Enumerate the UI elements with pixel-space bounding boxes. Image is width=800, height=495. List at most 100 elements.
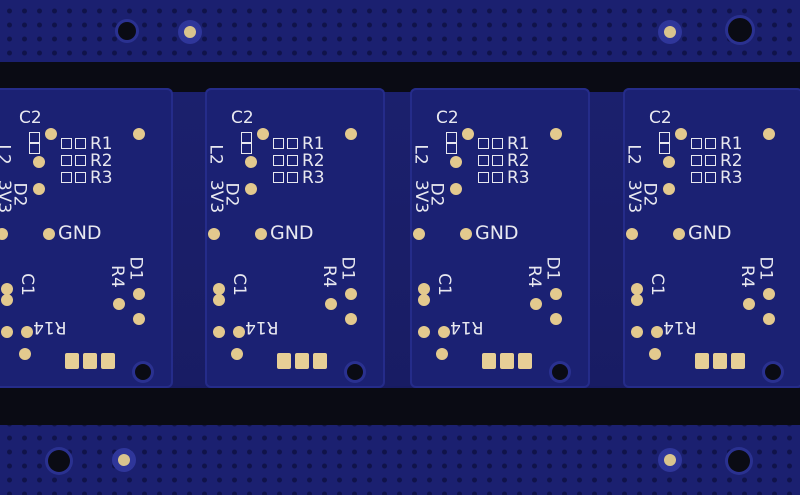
capacitor-footprint: [29, 132, 40, 143]
silk-label-r1: R1: [507, 134, 530, 154]
via-pad: [550, 288, 562, 300]
silk-label-r2: R2: [720, 151, 743, 171]
resistor-footprint: [273, 155, 284, 166]
via-pad: [33, 183, 45, 195]
via-pad: [1, 326, 13, 338]
capacitor-footprint: [29, 143, 40, 154]
via-pad: [1, 294, 13, 306]
via-pad: [1, 283, 13, 295]
via-pad: [231, 348, 243, 360]
via-pad: [438, 326, 450, 338]
mounting-hole: [135, 364, 151, 380]
resistor-footprint: [61, 138, 72, 149]
silk-label-l2: L2: [410, 144, 431, 165]
capacitor-footprint: [446, 132, 457, 143]
via-pad: [550, 128, 562, 140]
via-pad: [450, 156, 462, 168]
via-pad: [33, 156, 45, 168]
via-pad: [418, 326, 430, 338]
test-pad: [500, 353, 514, 369]
via-pad: [763, 288, 775, 300]
test-pad: [65, 353, 79, 369]
via-pad: [233, 326, 245, 338]
via-pad: [255, 228, 267, 240]
via-pad: [133, 128, 145, 140]
via-pad: [530, 298, 542, 310]
silk-label-c1: C1: [228, 273, 249, 296]
silk-label-r3: R3: [90, 168, 113, 188]
via-pad: [213, 294, 225, 306]
silk-label-r3: R3: [507, 168, 530, 188]
via-pad: [133, 313, 145, 325]
via-pad: [462, 128, 474, 140]
silk-label-r14: R14: [33, 317, 67, 337]
silk-label-l2: L2: [623, 144, 644, 165]
via-pad: [436, 348, 448, 360]
test-pad: [695, 353, 709, 369]
resistor-footprint: [273, 172, 284, 183]
mounting-hole: [118, 22, 136, 40]
via-pad: [208, 228, 220, 240]
via-pad: [213, 326, 225, 338]
silk-label-3v3: 3V3: [0, 179, 15, 214]
cutout-slot: [0, 62, 800, 92]
via-pad: [763, 128, 775, 140]
silk-label-r2: R2: [507, 151, 530, 171]
via-pad: [213, 283, 225, 295]
silk-label-r14: R14: [450, 317, 484, 337]
fiducial: [112, 448, 136, 472]
via-pad: [649, 348, 661, 360]
resistor-footprint: [478, 155, 489, 166]
silk-label-r3: R3: [720, 168, 743, 188]
silk-label-3v3: 3V3: [411, 179, 432, 214]
silk-label-c2: C2: [231, 108, 254, 128]
resistor-footprint: [273, 138, 284, 149]
resistor-footprint: [705, 172, 716, 183]
via-pad: [631, 294, 643, 306]
resistor-footprint: [75, 155, 86, 166]
via-pad: [257, 128, 269, 140]
via-pad: [743, 298, 755, 310]
silk-label-r2: R2: [90, 151, 113, 171]
via-pad: [418, 283, 430, 295]
cutout-slot: [0, 388, 800, 425]
via-pad: [651, 326, 663, 338]
via-pad: [345, 313, 357, 325]
capacitor-footprint: [446, 143, 457, 154]
silk-label-r4: R4: [736, 265, 757, 288]
test-pad: [83, 353, 97, 369]
resistor-footprint: [492, 172, 503, 183]
resistor-footprint: [705, 155, 716, 166]
silk-label-r14: R14: [663, 317, 697, 337]
silk-label-r1: R1: [720, 134, 743, 154]
via-pad: [460, 228, 472, 240]
fiducial: [658, 20, 682, 44]
silk-label-gnd: GND: [475, 222, 519, 244]
silk-label-d1: D1: [125, 256, 146, 281]
via-pad: [550, 313, 562, 325]
via-pad: [0, 228, 8, 240]
silk-label-r1: R1: [302, 134, 325, 154]
via-pad: [663, 183, 675, 195]
resistor-footprint: [75, 172, 86, 183]
resistor-footprint: [705, 138, 716, 149]
fiducial: [178, 20, 202, 44]
resistor-footprint: [492, 155, 503, 166]
resistor-footprint: [287, 155, 298, 166]
mounting-hole: [728, 18, 752, 42]
via-pad: [45, 128, 57, 140]
via-pad: [675, 128, 687, 140]
resistor-footprint: [287, 138, 298, 149]
resistor-footprint: [478, 172, 489, 183]
resistor-footprint: [691, 172, 702, 183]
silk-label-l2: L2: [205, 144, 226, 165]
silk-label-r4: R4: [523, 265, 544, 288]
via-pad: [245, 183, 257, 195]
via-pad: [631, 283, 643, 295]
mounting-hole: [48, 450, 70, 472]
fiducial: [658, 448, 682, 472]
silk-label-c1: C1: [646, 273, 667, 296]
